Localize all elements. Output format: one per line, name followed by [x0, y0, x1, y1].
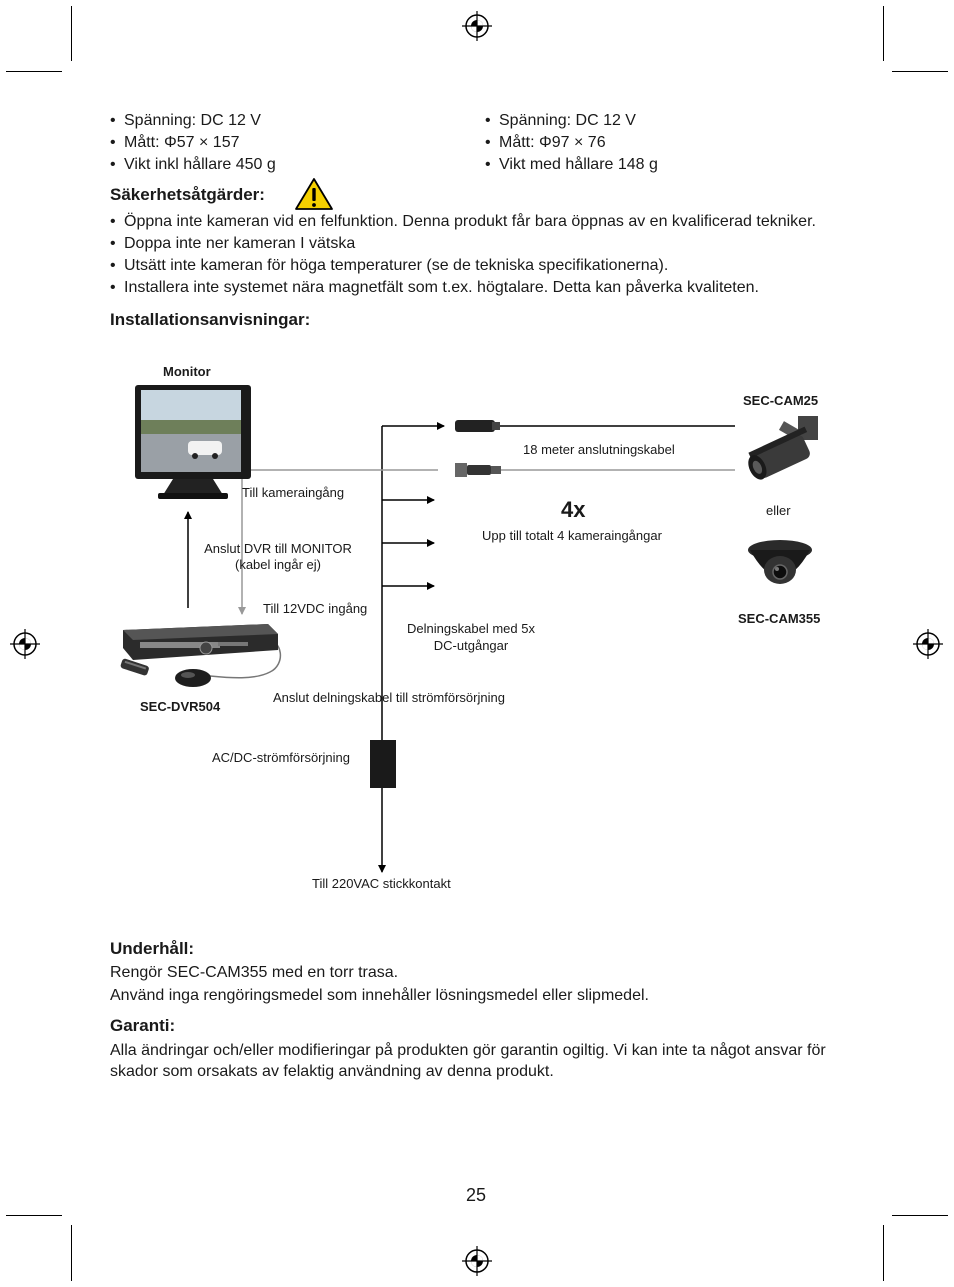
dvr-label: SEC-DVR504 — [140, 699, 221, 714]
bnc-connector-icon — [455, 463, 501, 477]
crop-mark — [6, 1215, 62, 1216]
registration-mark-icon — [913, 629, 943, 659]
crop-mark — [883, 6, 884, 61]
warning-icon — [295, 178, 333, 210]
power-adapter — [370, 740, 396, 788]
cable-length-label: 18 meter anslutningskabel — [523, 442, 675, 457]
connect-splitter-label: Anslut delningskabel till strömförsörjni… — [273, 690, 505, 705]
spec-item: •Mått: Φ97 × 76 — [485, 134, 606, 151]
crop-mark — [892, 71, 948, 72]
specs-right: •Spänning: DC 12 V •Mått: Φ97 × 76 •Vikt… — [485, 110, 658, 176]
crop-mark — [71, 6, 72, 61]
four-x-label: 4x — [561, 497, 586, 522]
registration-mark-icon — [462, 11, 492, 41]
warranty-line: Alla ändringar och/eller modifieringar p… — [110, 1042, 826, 1059]
safety-list: •Öppna inte kameran vid en felfunktion. … — [110, 211, 816, 299]
monitor-image — [135, 385, 251, 499]
to-220vac-label: Till 220VAC stickkontakt — [312, 876, 451, 891]
to-camera-input-label: Till kameraingång — [242, 485, 345, 500]
acdc-label: AC/DC-strömförsörjning — [212, 750, 350, 765]
cam355-label: SEC-CAM355 — [738, 611, 821, 626]
specs-left: •Spänning: DC 12 V •Mått: Φ57 × 157 •Vik… — [110, 110, 276, 176]
crop-mark — [883, 1225, 884, 1281]
crop-mark — [71, 1225, 72, 1281]
maintenance-line: Använd inga rengöringsmedel som innehåll… — [110, 987, 649, 1004]
dome-camera-image — [748, 540, 812, 584]
warranty-title: Garanti: — [110, 1016, 176, 1035]
spec-item: •Mått: Φ57 × 157 — [110, 134, 240, 151]
crop-mark — [6, 71, 62, 72]
safety-item: •Öppna inte kameran vid en felfunktion. … — [110, 213, 816, 230]
page-number: 25 — [466, 1185, 487, 1205]
registration-mark-icon — [462, 1246, 492, 1276]
maintenance-title: Underhåll: — [110, 939, 195, 958]
spec-item: •Vikt med hållare 148 g — [485, 156, 658, 173]
safety-title: Säkerhetsåtgärder: — [110, 185, 265, 204]
up-to-four-label: Upp till totalt 4 kameraingångar — [482, 528, 662, 543]
connect-dvr-label: Anslut DVR till MONITOR (kabel ingår ej) — [204, 541, 352, 572]
or-label: eller — [766, 503, 791, 518]
to-12vdc-label: Till 12VDC ingång — [263, 601, 368, 616]
monitor-label: Monitor — [163, 364, 211, 379]
maintenance-line: Rengör SEC-CAM355 med en torr trasa. — [110, 964, 399, 981]
dc-plug-icon — [455, 420, 500, 432]
splitter-label: Delningskabel med 5x DC-utgångar — [407, 621, 535, 653]
cam25-label: SEC-CAM25 — [743, 393, 819, 408]
dvr-image — [120, 624, 278, 687]
safety-item: •Utsätt inte kameran för höga temperatur… — [110, 257, 669, 274]
spec-item: •Spänning: DC 12 V — [485, 112, 636, 129]
safety-item: •Installera inte systemet nära magnetfäl… — [110, 279, 759, 296]
warranty-line: skador som orsakats av felaktig användni… — [110, 1063, 554, 1080]
bullet-camera-image — [748, 416, 818, 480]
safety-item: •Doppa inte ner kameran I vätska — [110, 235, 356, 252]
registration-mark-icon — [10, 629, 40, 659]
spec-item: •Spänning: DC 12 V — [110, 112, 261, 129]
install-title: Installationsanvisningar: — [110, 310, 311, 329]
spec-item: •Vikt inkl hållare 450 g — [110, 156, 276, 173]
crop-mark — [892, 1215, 948, 1216]
